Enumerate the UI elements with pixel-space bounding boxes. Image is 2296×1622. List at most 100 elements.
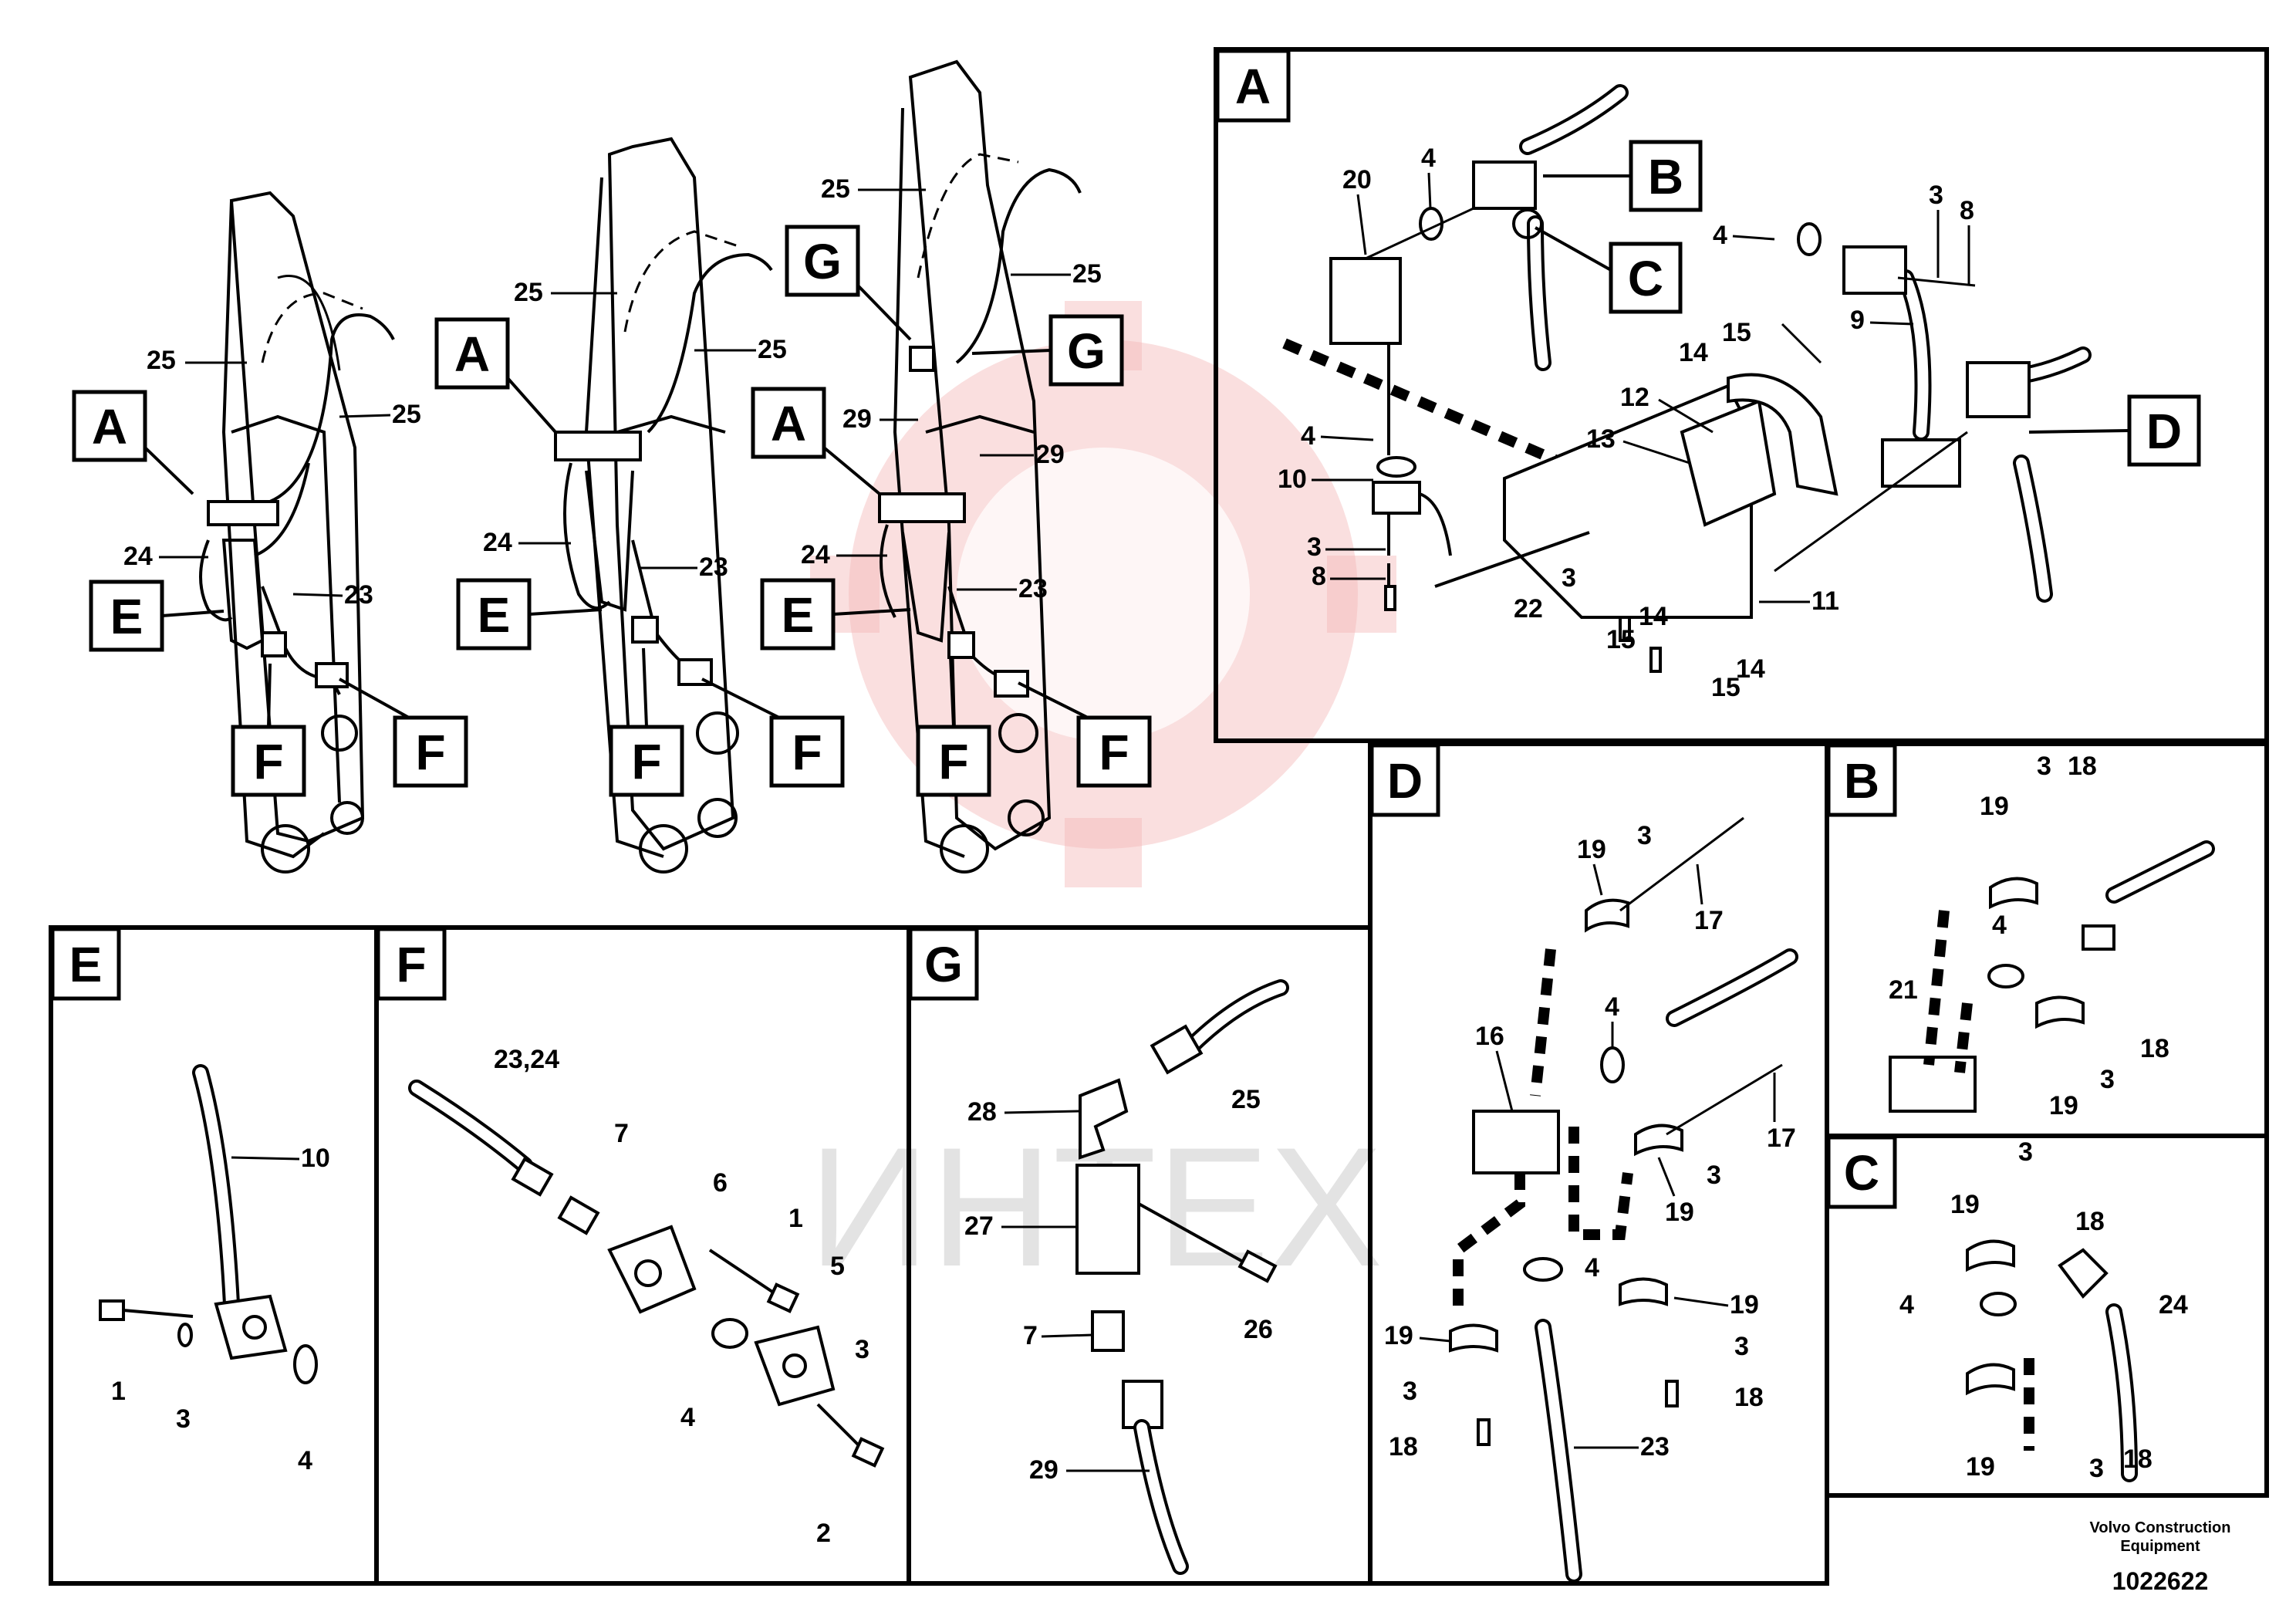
svg-text:27: 27: [964, 1211, 994, 1241]
boom1-label-25b: 25: [392, 400, 421, 429]
svg-text:1: 1: [788, 1204, 803, 1233]
svg-text:A: A: [1235, 59, 1271, 114]
svg-text:3: 3: [1562, 563, 1576, 593]
svg-text:3: 3: [2089, 1454, 2104, 1483]
boom2-callout-f-1: F: [609, 647, 684, 797]
boom1-callout-f-2: F: [339, 678, 468, 788]
boom3-callout-f-1: F: [916, 655, 991, 797]
boom2-label-24: 24: [483, 528, 512, 557]
svg-text:19: 19: [1980, 792, 2009, 821]
svg-text:F: F: [415, 725, 445, 780]
boom2-callout-a: A: [434, 317, 557, 434]
svg-text:3: 3: [1403, 1377, 1417, 1406]
svg-text:E: E: [782, 587, 815, 643]
svg-text:20: 20: [1342, 165, 1372, 194]
svg-text:3: 3: [1734, 1332, 1749, 1361]
boom3-callout-e: E: [760, 578, 911, 650]
boom1-callout-f-1: F: [231, 663, 306, 797]
svg-text:4: 4: [1301, 421, 1315, 451]
panel-c-title: C: [1826, 1135, 1897, 1209]
svg-text:4: 4: [1713, 221, 1727, 250]
svg-text:G: G: [1067, 323, 1106, 379]
boom1-callout-e: E: [89, 580, 225, 652]
panel-d-drawing: [1449, 816, 1798, 1583]
boom3-label-23: 23: [1018, 574, 1048, 603]
svg-text:29: 29: [1029, 1455, 1059, 1485]
svg-text:D: D: [1387, 753, 1423, 809]
svg-text:3: 3: [176, 1404, 191, 1434]
svg-text:16: 16: [1475, 1022, 1504, 1051]
panel-a-callout-c: C: [1535, 226, 1683, 314]
svg-text:21: 21: [1889, 975, 1918, 1005]
svg-text:18: 18: [2075, 1207, 2105, 1236]
svg-text:26: 26: [1244, 1315, 1273, 1344]
boom1-label-23: 23: [344, 580, 373, 610]
boom-3-illustration: [878, 59, 1082, 874]
svg-text:G: G: [803, 234, 842, 289]
svg-text:3: 3: [1707, 1161, 1721, 1190]
svg-text:14: 14: [1736, 654, 1765, 684]
svg-text:11: 11: [1811, 586, 1839, 616]
svg-text:E: E: [478, 587, 511, 643]
boom3-label-25b: 25: [1072, 259, 1102, 289]
panel-b-labels: 19 3 18 4 21 18 3 19: [1889, 752, 2169, 1120]
panel-f-labels: 23,24 7 6 1 5 3 4 2: [494, 1045, 869, 1548]
svg-text:A: A: [771, 396, 806, 451]
svg-text:28: 28: [967, 1097, 997, 1127]
svg-text:3: 3: [2037, 752, 2051, 781]
svg-text:18: 18: [1389, 1432, 1418, 1461]
svg-text:4: 4: [1421, 144, 1436, 173]
svg-text:8: 8: [1312, 562, 1326, 591]
panel-b-title: B: [1826, 743, 1897, 817]
panel-c-drawing: [1966, 1239, 2138, 1482]
boom3-callout-a: A: [751, 387, 881, 495]
svg-text:19: 19: [1950, 1190, 1980, 1219]
svg-text:14: 14: [1679, 338, 1708, 367]
boom-2-illustration: [554, 137, 773, 874]
svg-text:10: 10: [1278, 465, 1307, 494]
boom1-label-24: 24: [123, 542, 153, 571]
svg-text:15: 15: [1711, 673, 1741, 702]
company-name-line1: Volvo Construction: [2090, 1519, 2231, 1536]
boom3-label-29a: 29: [842, 404, 872, 434]
panel-g-title: G: [908, 927, 979, 1001]
boom-part-labels: 25 25 24 23 25 25 24 23 25 25 29 29 24 2…: [123, 174, 1102, 610]
svg-text:4: 4: [1992, 911, 2007, 940]
panel-f-title: F: [376, 927, 447, 1001]
svg-text:6: 6: [713, 1168, 728, 1198]
svg-text:15: 15: [1606, 625, 1636, 654]
svg-text:F: F: [938, 734, 968, 789]
svg-text:19: 19: [1577, 835, 1606, 864]
svg-text:18: 18: [1734, 1383, 1764, 1412]
panel-e-title: E: [50, 927, 121, 1001]
svg-text:23,24: 23,24: [494, 1045, 559, 1074]
panel-b-drawing: [1889, 840, 2215, 1113]
boom2-label-23: 23: [699, 552, 728, 582]
svg-text:F: F: [396, 937, 426, 992]
panel-a-frame: [1214, 47, 2269, 743]
svg-text:3: 3: [855, 1335, 869, 1364]
svg-text:18: 18: [2140, 1034, 2169, 1063]
panel-a-drawing: [1282, 84, 2092, 673]
svg-text:18: 18: [2068, 752, 2097, 781]
svg-text:5: 5: [830, 1252, 845, 1281]
svg-text:3: 3: [1307, 532, 1322, 562]
boom2-callout-f-2: F: [701, 678, 845, 788]
svg-text:12: 12: [1620, 383, 1649, 412]
panel-e-drawing: [99, 1064, 318, 1384]
drawing-number: 1022622: [2112, 1567, 2209, 1595]
svg-text:18: 18: [2123, 1445, 2152, 1474]
panel-d-frame: [1368, 742, 1829, 1586]
svg-text:3: 3: [1929, 181, 1943, 210]
panel-d-labels: 19 3 17 4 16 17 19 3 4 19 19 3 3 18 18 2…: [1384, 821, 1796, 1461]
svg-text:E: E: [69, 937, 103, 992]
boom3-callout-g-1: G: [785, 225, 912, 341]
company-name-line2: Equipment: [2120, 1538, 2200, 1555]
svg-text:7: 7: [1023, 1321, 1038, 1350]
svg-text:F: F: [792, 725, 822, 780]
panel-g-labels: 28 25 27 26 7 29: [964, 1085, 1273, 1485]
svg-text:F: F: [253, 734, 283, 789]
boom3-callout-f-2: F: [1018, 681, 1152, 788]
panel-a-title: A: [1215, 49, 1291, 123]
svg-text:17: 17: [1694, 906, 1724, 935]
